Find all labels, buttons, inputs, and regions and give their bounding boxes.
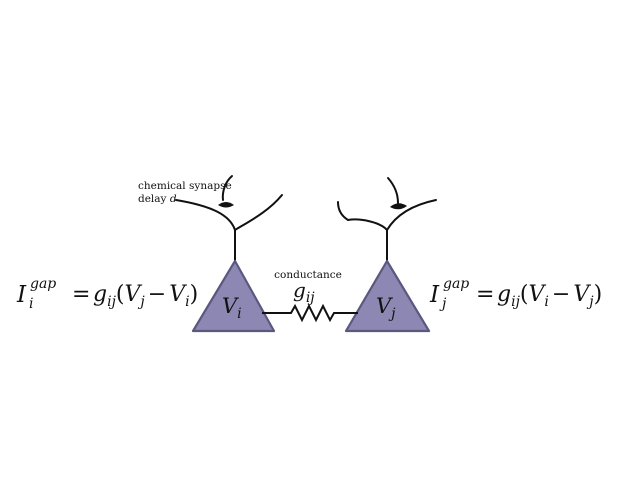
eq-right-lhs: I — [429, 282, 440, 308]
eq-left-sup: gap — [30, 276, 56, 292]
neuron-j-soma — [344, 259, 431, 333]
synapse-bouton-j — [390, 203, 407, 210]
eq-left-equals: = — [72, 282, 90, 307]
neuron-i-dendrite-left — [175, 199, 236, 263]
synapse-label-line1: chemical synapse — [138, 180, 232, 192]
neuron-j-label: Vj — [376, 294, 396, 322]
eq-right-rhs: gij(Vi−Vj) — [497, 282, 602, 310]
eq-right-equals: = — [476, 282, 494, 307]
eq-right-sub: j — [439, 296, 447, 312]
neuron-j-dendrites — [337, 177, 437, 263]
equation-right: I gap j = gij(Vi−Vj) — [429, 276, 602, 312]
eq-left-lhs: I — [16, 282, 27, 308]
conductance-label: conductance — [274, 269, 342, 281]
equation-left: I gap i = gij(Vj−Vi) — [16, 276, 198, 312]
neuron-i-soma — [191, 259, 276, 333]
neuron-j-dendrite-right — [386, 199, 437, 231]
neuron-i-label: Vi — [222, 294, 242, 322]
neuron-i-dendrite-right — [234, 194, 283, 231]
eq-left-sub: i — [29, 296, 33, 312]
neuron-j-dendrite-left — [337, 201, 388, 263]
neuron-i-dendrites — [175, 175, 283, 263]
conductance-symbol: gij — [293, 278, 315, 306]
presynaptic-axon-j — [387, 177, 399, 204]
gap-junction-resistor — [262, 303, 358, 323]
synapse-label-line2: delay d — [138, 193, 177, 205]
synapse-bouton-i — [218, 202, 234, 208]
eq-right-sup: gap — [443, 276, 469, 292]
presynaptic-axon-i — [221, 175, 233, 201]
eq-left-rhs: gij(Vj−Vi) — [93, 282, 198, 310]
